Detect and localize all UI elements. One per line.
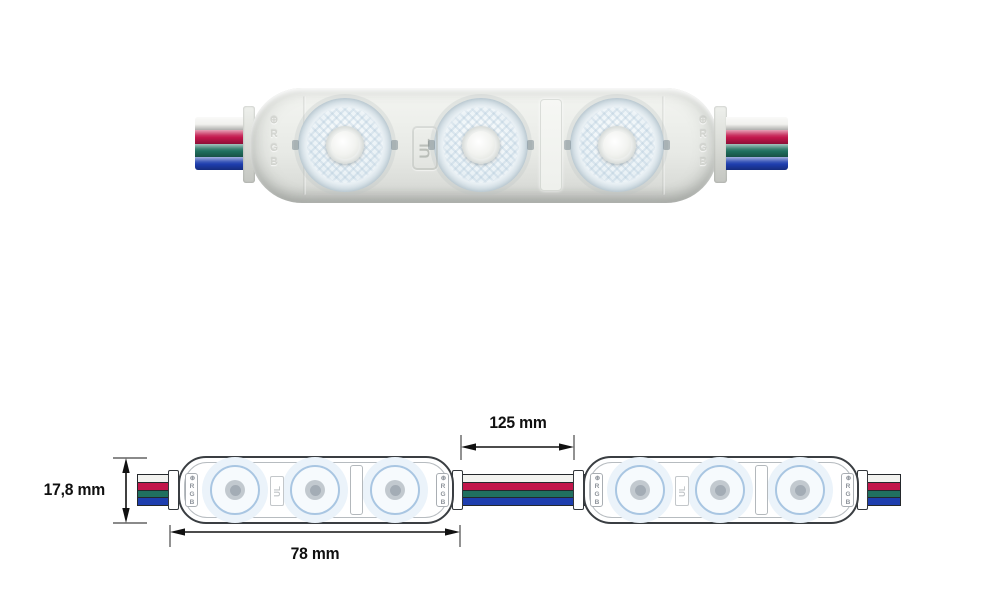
dimension-height-label: 17,8 mm (43, 481, 106, 499)
rgb-endcap-label-right: ⊕RGB (697, 115, 709, 171)
lens-dome-ring (462, 126, 500, 164)
lens-dome (331, 131, 359, 159)
wire-white (726, 117, 788, 131)
ul-certification-mark: UL (675, 476, 689, 506)
wire-blue (867, 497, 900, 505)
wire-red (195, 130, 253, 144)
ul-certification-mark: UL (412, 126, 438, 170)
led-chip (385, 480, 405, 500)
diagram-led-lens (202, 457, 268, 523)
lens-ring (695, 465, 745, 515)
wire-white (195, 117, 253, 131)
rgb-endcap-plate: ⊕RGB (841, 473, 854, 507)
lens-dome (467, 131, 495, 159)
wire-green (138, 489, 169, 498)
wire-white (462, 475, 584, 482)
led-lens (298, 98, 392, 192)
wire-green (726, 143, 788, 158)
blank-plaque (540, 99, 562, 191)
lens-ring (615, 465, 665, 515)
diagram-led-lens (362, 457, 428, 523)
lens-dome-ring (326, 126, 364, 164)
lens-ring (210, 465, 260, 515)
diagram-wire-right (866, 474, 901, 506)
lens-clip-tab (292, 140, 299, 150)
wire-blue (138, 497, 169, 505)
rgb-endcap-plate: ⊕RGB (590, 473, 603, 507)
rgb-endcap-plate: ⊕RGB (185, 473, 198, 507)
led-lens (434, 98, 528, 192)
lens-dome (603, 131, 631, 159)
wire-green (462, 489, 584, 498)
ul-label: UL (416, 138, 434, 158)
dimension-width-label: 78 mm (290, 545, 340, 563)
lens-dome-ring (598, 126, 636, 164)
rgb-endcap-label: ⊕RGB (593, 473, 601, 507)
wire-red (138, 481, 169, 490)
diagram-wire-middle (461, 474, 585, 506)
led-chip (630, 480, 650, 500)
wire-connector-right (714, 106, 727, 183)
ul-certification-mark: UL (270, 476, 284, 506)
lens-clip-tab (663, 140, 670, 150)
lens-ring (775, 465, 825, 515)
lens-facet (579, 107, 655, 183)
rgb-endcap-plate: ⊕RGB (436, 473, 449, 507)
dimension-diagram: 17,8 mm 78 mm 125 mm ⊕RGB ⊕RGB UL ⊕RGB ⊕… (0, 390, 997, 601)
wire-red (462, 481, 584, 490)
diagram-wire-left (137, 474, 170, 506)
lens-clip-tab (391, 140, 398, 150)
led-chip (305, 480, 325, 500)
wire-white (138, 475, 169, 482)
led-chip (790, 480, 810, 500)
diagram-led-lens (767, 457, 833, 523)
lens-ring (290, 465, 340, 515)
wire-blue (195, 156, 253, 170)
lens-facet (307, 107, 383, 183)
wire-blue (462, 497, 584, 505)
wire-green (867, 489, 900, 498)
rgb-endcap-label: ⊕RGB (844, 473, 852, 507)
blank-plaque (350, 465, 363, 515)
dimension-pitch-label: 125 mm (489, 414, 547, 432)
wire-bundle-right (726, 117, 788, 170)
ul-label: UL (677, 485, 687, 497)
wire-red (867, 481, 900, 490)
wire-bundle-left (195, 117, 253, 170)
lens-facet (443, 107, 519, 183)
wire-green (195, 143, 253, 158)
lens-ring (370, 465, 420, 515)
dimension-lines-svg (113, 435, 575, 547)
lens-clip-tab (428, 140, 435, 150)
led-chip (225, 480, 245, 500)
blank-plaque (755, 465, 768, 515)
product-photo: ⊕RGB ⊕RGB UL (195, 88, 788, 203)
diagram-led-lens (282, 457, 348, 523)
ul-label: UL (272, 485, 282, 497)
rgb-endcap-label-left: ⊕RGB (268, 115, 280, 171)
wire-blue (726, 156, 788, 170)
wire-white (867, 475, 900, 482)
rgb-endcap-label: ⊕RGB (188, 473, 196, 507)
rgb-endcap-label: ⊕RGB (439, 473, 447, 507)
lens-clip-tab (527, 140, 534, 150)
led-lens (570, 98, 664, 192)
lens-clip-tab (564, 140, 571, 150)
wire-red (726, 130, 788, 144)
diagram-led-lens (607, 457, 673, 523)
diagram-led-lens (687, 457, 753, 523)
led-chip (710, 480, 730, 500)
